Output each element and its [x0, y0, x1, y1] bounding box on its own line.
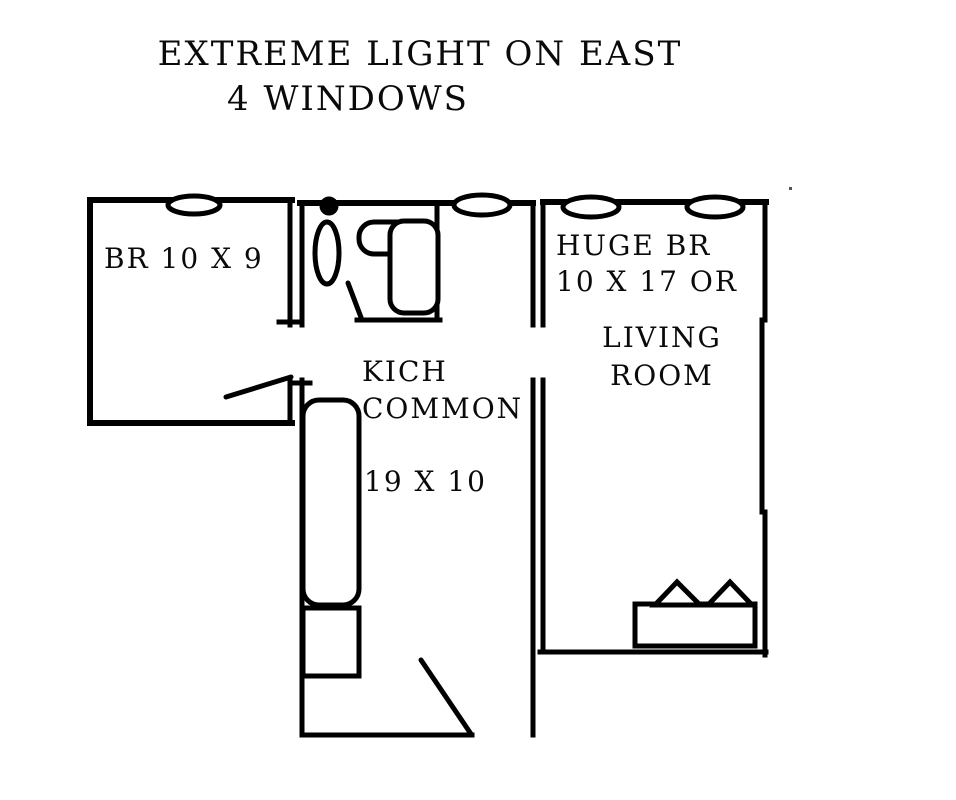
title-line-2: 4 WINDOWS: [227, 79, 469, 119]
window-ellipse-icon: [684, 194, 746, 220]
fixture-corner-dot-icon: [319, 196, 339, 216]
living-label-line-4: ROOM: [610, 359, 714, 392]
bedroom-left-walls: [87, 197, 300, 426]
fixture-sofa-icon: [632, 601, 758, 649]
window-living-right: [684, 194, 746, 220]
fixture-sofa-cushion-left-icon: [649, 578, 707, 608]
fixture-sofa-cushion-right-icon: [702, 578, 758, 608]
fixture-counter-icon: [300, 397, 362, 608]
bathroom-fixtures: [312, 196, 441, 323]
living-label-line-1: HUGE BR: [556, 229, 711, 262]
fixture-appliance-icon: [300, 605, 362, 679]
window-living-left: [560, 194, 622, 220]
window-ellipse-icon: [451, 192, 513, 218]
living-label-line-3: LIVING: [602, 321, 722, 354]
bedroom-left-label: BR 10 X 9: [104, 242, 264, 275]
kitchen-dimensions-label: 19 X 10: [364, 465, 487, 498]
door-swing-bedroom: [223, 374, 294, 400]
title-line-1: EXTREME LIGHT ON EAST: [158, 34, 683, 74]
fixture-toilet-icon: [312, 219, 342, 287]
door-swing-kitchen: [418, 657, 474, 737]
kitchen-label-line-1: KICH: [362, 355, 448, 388]
living-label-line-2: 10 X 17 OR: [556, 265, 738, 298]
kitchen-label-line-2: COMMON: [362, 392, 523, 425]
window-ellipse-icon: [560, 194, 622, 220]
window-bedroom-left: [165, 193, 223, 217]
window-bathroom: [451, 192, 513, 218]
window-ellipse-icon: [165, 193, 223, 217]
living-room-sofa: [632, 578, 758, 649]
scan-artifact-speck: [789, 187, 792, 190]
fixture-bathtub-icon: [387, 218, 441, 316]
kitchen-fixtures: [300, 397, 474, 737]
door-swing-bathroom: [345, 280, 365, 323]
plan-title: EXTREME LIGHT ON EAST 4 WINDOWS: [158, 34, 683, 119]
